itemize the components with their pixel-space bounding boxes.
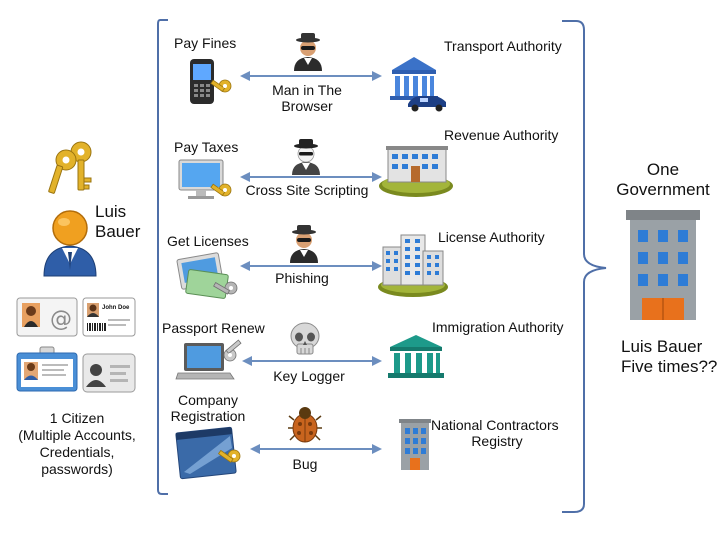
revenue-authority-building-icon <box>379 146 453 197</box>
skull-icon <box>290 322 320 355</box>
government-question-line1: Luis Bauer <box>621 337 703 356</box>
license-authority-building-icon <box>378 234 448 297</box>
threat-label-bug: Bug <box>292 456 318 472</box>
citizen-caption-line3: Credentials, passwords) <box>39 444 115 477</box>
mobile-phone-key-icon <box>190 59 232 104</box>
arrow-row3 <box>240 261 382 271</box>
contractors-registry-building-icon <box>399 419 431 470</box>
service-label-company-line2: Registration <box>170 408 246 424</box>
authority-label-immigration: Immigration Authority <box>432 319 564 335</box>
citizen-avatar-icon <box>43 210 97 277</box>
immigration-authority-building-icon <box>388 335 444 378</box>
hacker-icon-phishing <box>290 225 318 263</box>
citizen-name-line2: Bauer <box>95 222 141 241</box>
bug-icon <box>288 407 322 443</box>
service-label-pay-taxes: Pay Taxes <box>174 139 239 155</box>
service-label-get-licenses: Get Licenses <box>167 233 249 249</box>
citizen-caption-line2: (Multiple Accounts, <box>18 427 136 443</box>
government-title-line2: Government <box>616 180 710 199</box>
id-card-name: John Doe <box>102 305 130 311</box>
government-question-line2: Five times?? <box>621 357 718 376</box>
arrow-row2 <box>240 172 382 182</box>
citizen-caption-line1: 1 Citizen <box>49 410 105 426</box>
contact-card-icon <box>82 353 136 393</box>
keys-icon <box>48 141 92 194</box>
authority-label-revenue: Revenue Authority <box>444 127 559 143</box>
arrow-row5 <box>250 444 382 454</box>
authority-label-contractors-line1: National Contractors <box>431 417 559 433</box>
arrow-row4 <box>242 356 382 366</box>
threat-label-key-logger: Key Logger <box>273 368 345 384</box>
citizen-name-line1: Luis <box>95 202 127 221</box>
authority-label-contractors-line2: Registry <box>471 433 523 449</box>
authority-label-transport: Transport Authority <box>444 38 562 54</box>
government-building-icon <box>626 210 700 320</box>
government-title-line1: One <box>646 160 680 179</box>
threat-label-phishing: Phishing <box>275 270 329 286</box>
service-label-pay-fines: Pay Fines <box>174 35 237 51</box>
left-bracket <box>157 19 168 495</box>
threat-label-mitb-line1: Man in The <box>272 82 342 98</box>
id-card-icon <box>82 297 136 337</box>
service-label-passport-renew: Passport Renew <box>162 320 265 336</box>
hacker-icon-mitb <box>294 33 322 71</box>
svg-text:@: @ <box>50 307 72 332</box>
arrow-row1 <box>240 71 382 81</box>
right-brace <box>562 20 607 513</box>
service-label-company-line1: Company <box>178 392 238 408</box>
badge-icon <box>16 346 78 392</box>
app-window-key-icon <box>175 426 241 480</box>
address-card-icon: @ <box>16 297 78 337</box>
threat-label-xss: Cross Site Scripting <box>245 182 369 198</box>
spy-icon-xss <box>292 139 320 175</box>
desktop-monitor-key-icon <box>178 159 232 199</box>
authority-label-license: License Authority <box>438 229 545 245</box>
laptop-key-icon <box>175 339 242 380</box>
license-card-key-icon <box>176 252 238 299</box>
transport-authority-building-icon <box>390 57 446 112</box>
threat-label-mitb-line2: Browser <box>281 98 333 114</box>
